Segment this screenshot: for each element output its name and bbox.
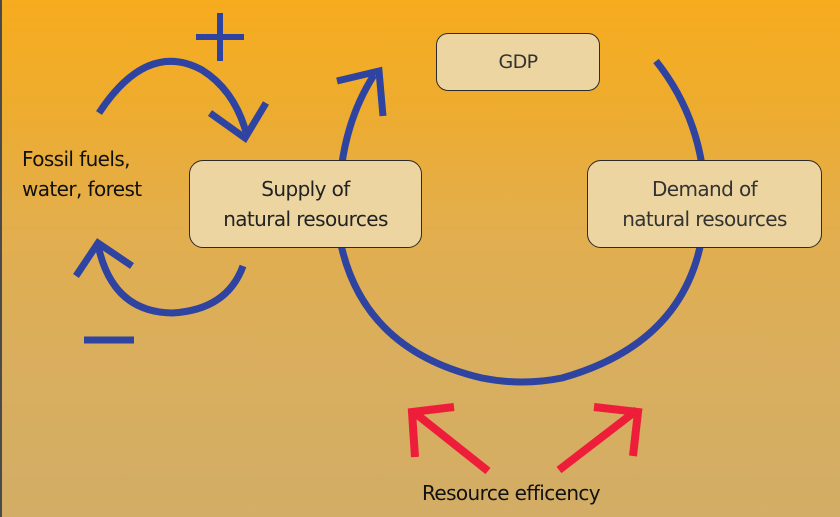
supply-label-line2: natural resources bbox=[223, 207, 388, 231]
fossil-label-line2: water, forest bbox=[22, 177, 142, 201]
demand-node: Demand of natural resources bbox=[587, 160, 822, 248]
resource-efficiency-label: Resource efficency bbox=[422, 481, 601, 505]
fossil-label-line1: Fossil fuels, bbox=[22, 147, 131, 171]
plus-sign-icon bbox=[196, 13, 244, 61]
positive-loop-arrow bbox=[96, 57, 270, 144]
supply-label-line1: Supply of bbox=[261, 177, 350, 201]
demand-label-line2: natural resources bbox=[622, 207, 787, 231]
efficiency-arrow-left bbox=[407, 403, 491, 475]
efficiency-arrow-right bbox=[556, 403, 643, 474]
demand-label-line1: Demand of bbox=[651, 177, 758, 201]
gdp-node: GDP bbox=[436, 33, 600, 91]
fossil-resources-label: Fossil fuels, water, forest bbox=[22, 144, 142, 204]
negative-loop-arrow bbox=[73, 238, 247, 317]
supply-node: Supply of natural resources bbox=[189, 160, 422, 248]
gdp-label: GDP bbox=[498, 51, 538, 73]
